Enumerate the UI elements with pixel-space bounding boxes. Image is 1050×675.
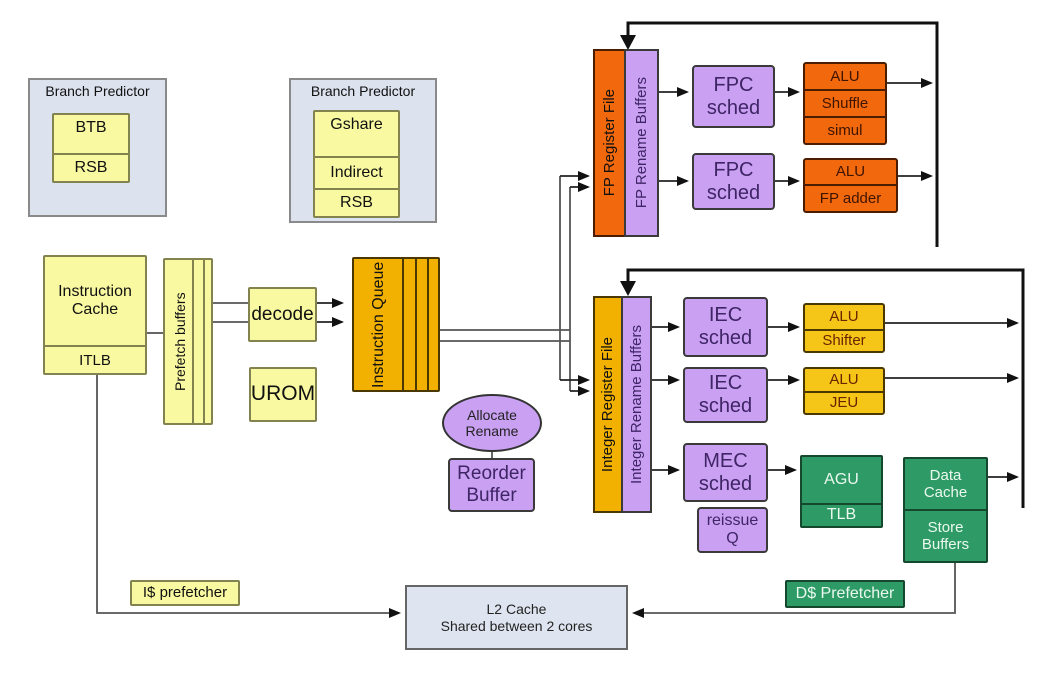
fp-register-file-box: FP Register File: [593, 49, 626, 237]
int-alu-shifter-box: ALU Shifter: [803, 303, 885, 353]
queue-slot-divider: [427, 259, 429, 390]
data-cache-row: Data Cache: [923, 466, 968, 501]
fp-alu2-row: ALU: [835, 163, 866, 181]
fp-rename-buffers-box: FP Rename Buffers: [624, 49, 659, 237]
fp-alu-adder-box: ALU FP adder: [803, 158, 898, 213]
fp-shuffle-row: Shuffle: [805, 89, 885, 115]
decode-box: decode: [248, 287, 317, 342]
urom-box: UROM: [249, 367, 317, 422]
i-cache-prefetcher-box: I$ prefetcher: [130, 580, 240, 606]
int-alu2-row: ALU: [829, 371, 859, 389]
integer-register-file-label: Integer Register File: [599, 336, 617, 473]
iec-sched-2-box: IEC sched: [683, 367, 768, 423]
itlb-row: ITLB: [45, 345, 145, 373]
agu-tlb-box: AGU TLB: [800, 455, 883, 528]
reissue-q-box: reissue Q: [697, 507, 768, 553]
buffer-slot-divider: [203, 260, 205, 423]
l2-cache-box: L2 Cache Shared between 2 cores: [405, 585, 628, 650]
fp-alu-row: ALU: [830, 68, 860, 86]
int-jeu-row: JEU: [805, 390, 883, 413]
fp-alu-shuffle-box: ALU Shuffle simul: [803, 62, 887, 145]
tlb-row: TLB: [802, 502, 881, 526]
integer-register-file-box: Integer Register File: [593, 296, 623, 513]
rsb-box: RSB: [52, 153, 130, 183]
instruction-cache-box: Instruction Cache ITLB: [43, 255, 147, 375]
instruction-cache-label: Instruction Cache: [58, 282, 132, 319]
branch-predictor-2-title: Branch Predictor: [310, 82, 416, 99]
integer-rename-buffers-box: Integer Rename Buffers: [621, 296, 652, 513]
gshare-box: Gshare: [313, 110, 400, 158]
branch-predictor-1-title: Branch Predictor: [45, 82, 150, 99]
fp-writeback-loop: [620, 21, 939, 247]
store-buffers-row: Store Buffers: [905, 509, 986, 561]
indirect-box: Indirect: [313, 156, 400, 190]
d-cache-prefetcher-box: D$ Prefetcher: [785, 580, 905, 608]
iec-sched-1-box: IEC sched: [683, 297, 768, 357]
int-alu1-row: ALU: [829, 308, 859, 326]
reorder-buffer-box: Reorder Buffer: [448, 458, 535, 512]
agu-row: AGU: [824, 470, 859, 488]
fp-simul-row: simul: [805, 115, 885, 143]
queue-slot-divider: [402, 259, 404, 390]
prefetch-buffers-box: Prefetch buffers: [163, 258, 213, 425]
instruction-queue-box: Instruction Queue: [352, 257, 440, 392]
data-cache-box: Data Cache Store Buffers: [903, 457, 988, 563]
queue-slot-divider: [415, 259, 417, 390]
fpc-sched-top-box: FPC sched: [692, 65, 775, 128]
int-alu-jeu-box: ALU JEU: [803, 367, 885, 415]
fp-register-file-label: FP Register File: [600, 89, 618, 197]
allocate-rename-ellipse: Allocate Rename: [442, 394, 542, 452]
int-shifter-row: Shifter: [805, 328, 883, 351]
btb-box: BTB: [52, 113, 130, 155]
prefetch-buffers-label: Prefetch buffers: [171, 292, 188, 391]
fpc-sched-bottom-box: FPC sched: [692, 153, 775, 210]
mec-sched-box: MEC sched: [683, 443, 768, 502]
buffer-slot-divider: [192, 260, 194, 423]
rsb2-box: RSB: [313, 188, 400, 218]
fp-rename-buffers-label: FP Rename Buffers: [632, 77, 650, 209]
fp-adder-row: FP adder: [805, 184, 896, 211]
instruction-queue-label: Instruction Queue: [370, 261, 387, 388]
integer-rename-buffers-label: Integer Rename Buffers: [627, 325, 645, 484]
